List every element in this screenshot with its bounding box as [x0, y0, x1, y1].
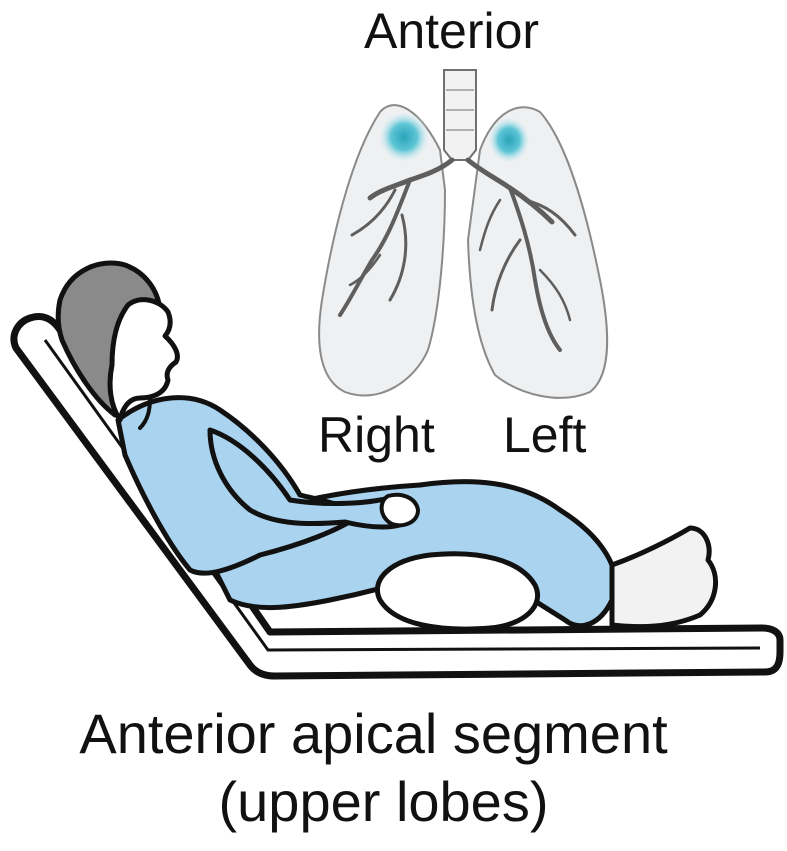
knee-pillow — [375, 551, 541, 632]
right-side-label: Right — [318, 407, 435, 463]
figure-caption: Anterior apical segment (upper lobes) — [0, 700, 787, 836]
anterior-label: Anterior — [364, 3, 540, 59]
patient-hand — [379, 492, 420, 528]
trachea — [443, 69, 477, 161]
left-side-label: Left — [503, 407, 587, 463]
caption-subtitle: (upper lobes) — [218, 770, 549, 833]
right-lung — [318, 104, 447, 397]
caption-title: Anterior apical segment — [79, 702, 668, 765]
patient-feet — [609, 525, 719, 630]
lungs-diagram — [318, 69, 609, 399]
bronchial-tree — [338, 157, 577, 352]
left-apical-segment — [489, 118, 529, 162]
patient — [55, 260, 719, 632]
left-lung — [466, 106, 609, 399]
patient-head — [107, 297, 180, 423]
right-apical-segment — [380, 113, 428, 161]
